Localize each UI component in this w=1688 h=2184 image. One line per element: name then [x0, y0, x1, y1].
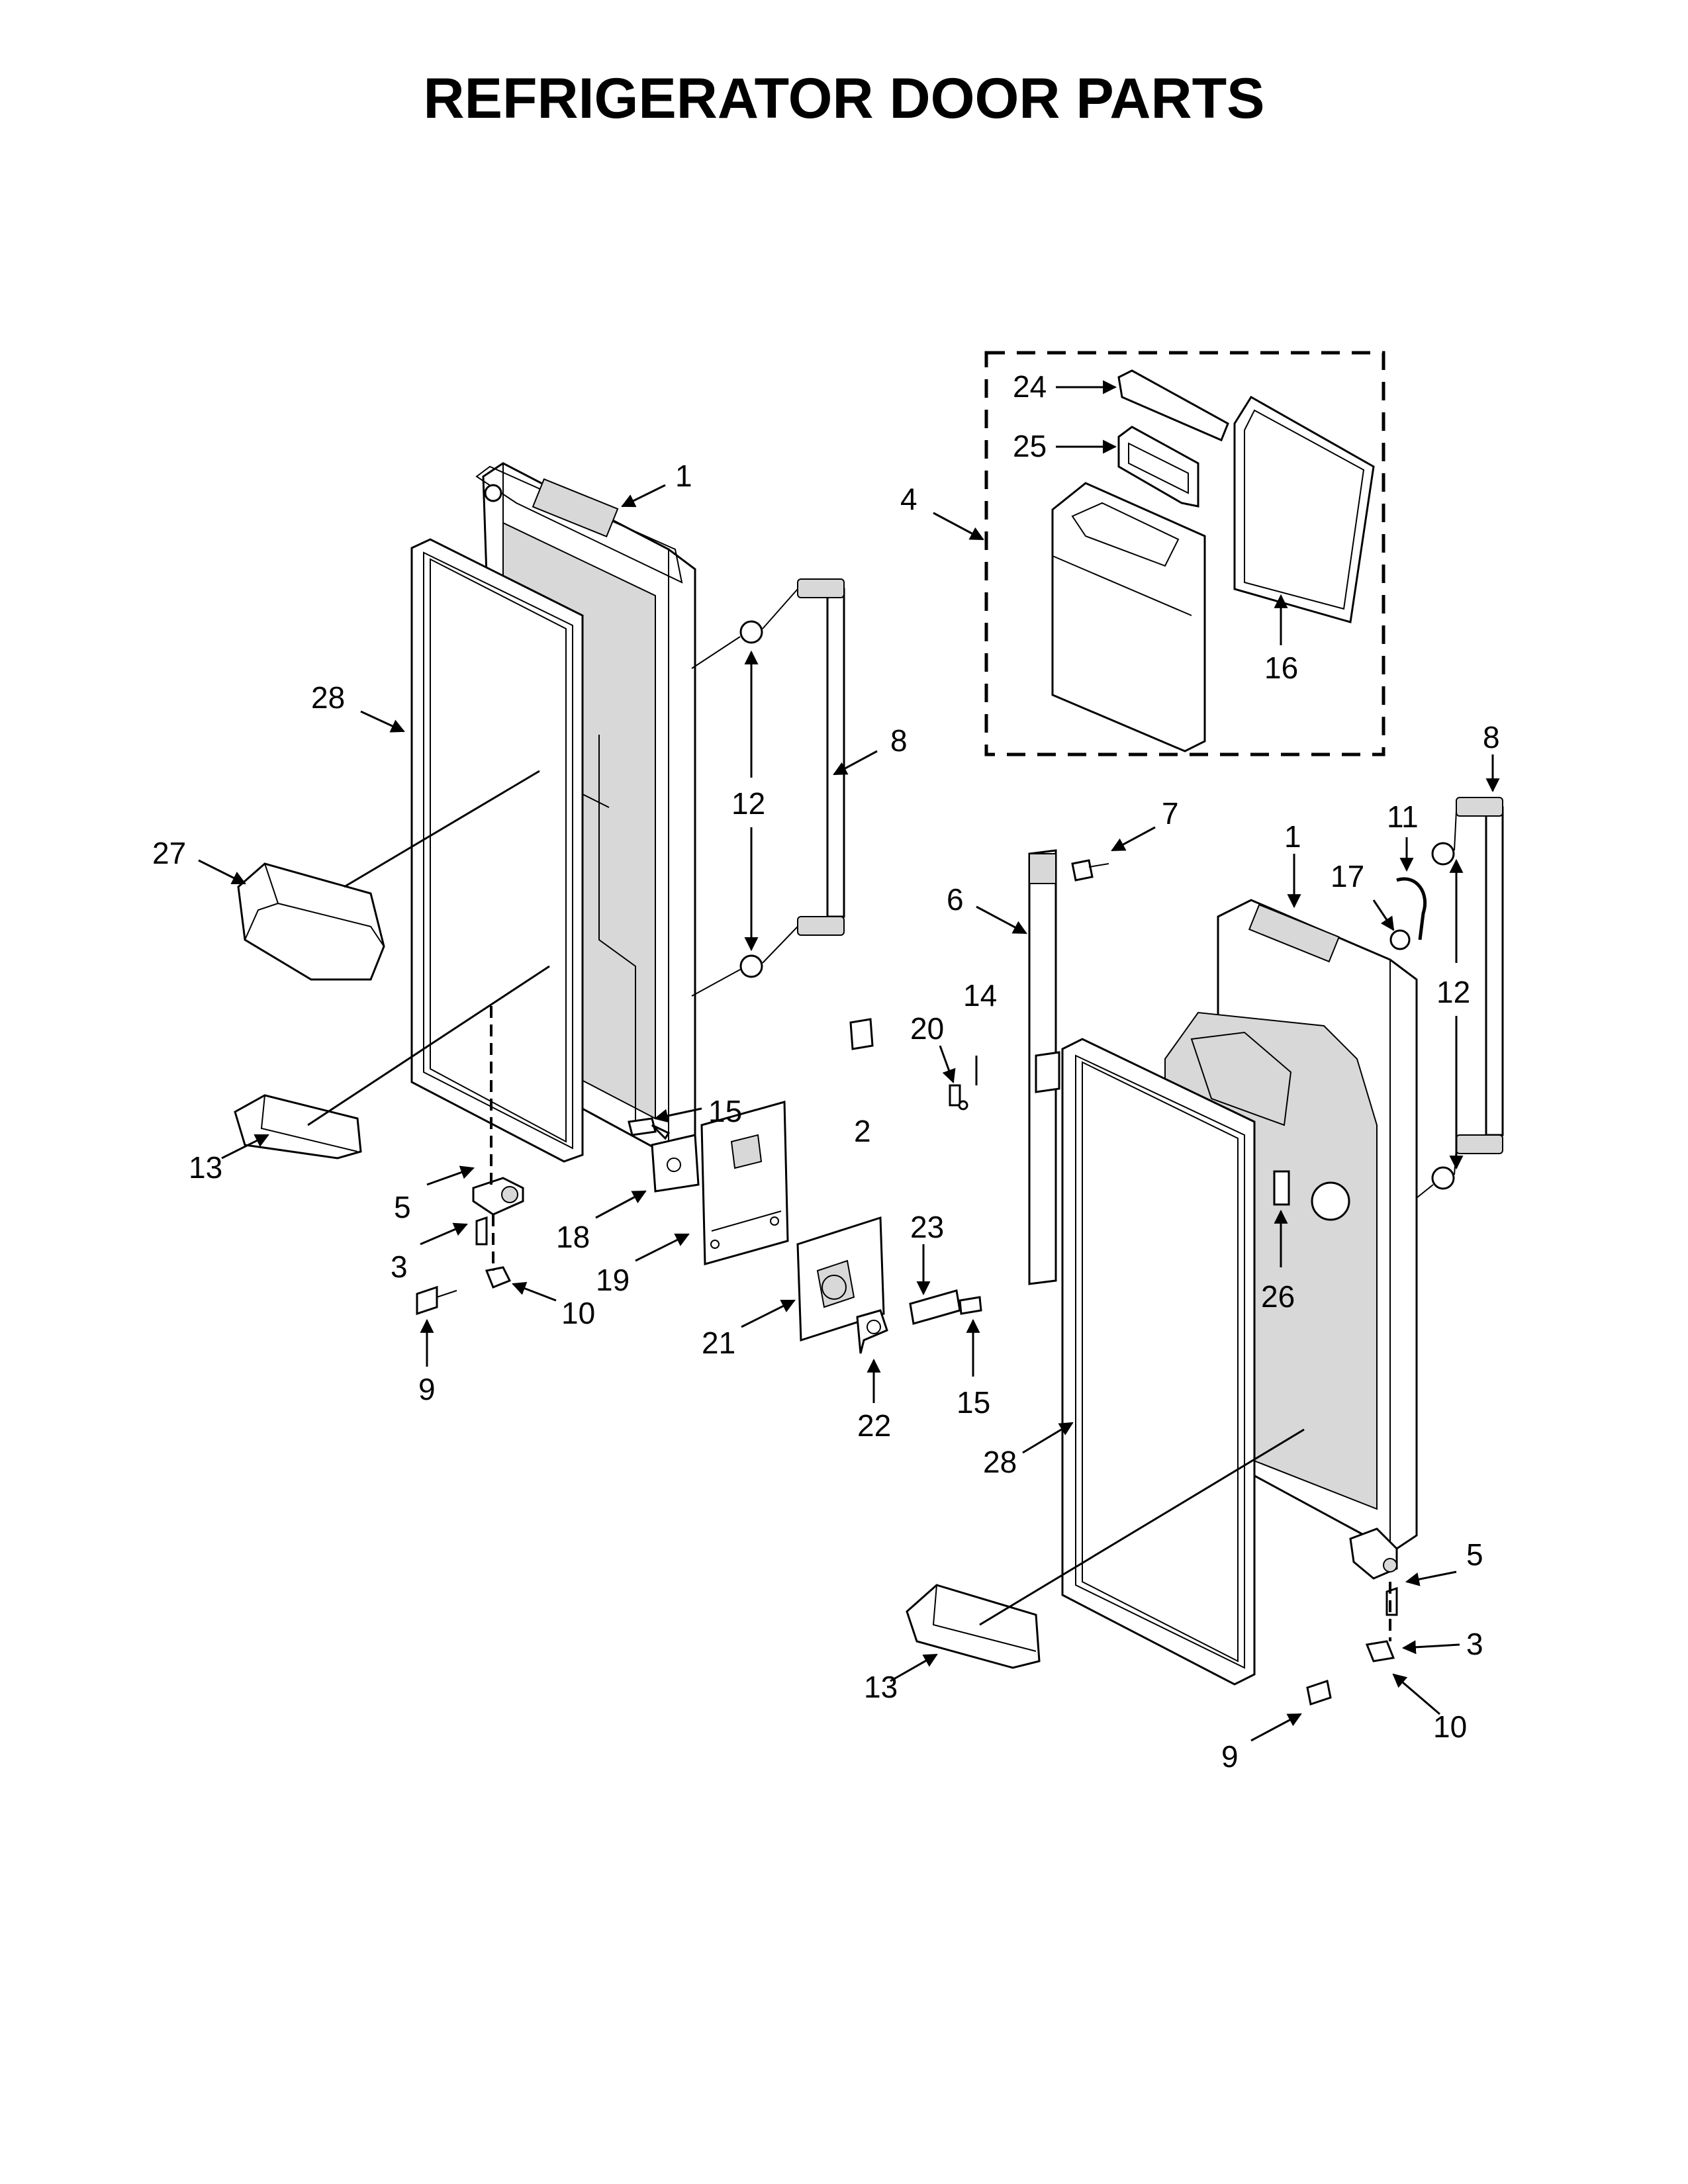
right-door-gasket	[1061, 1038, 1256, 1686]
right-hinge-assembly	[1306, 1527, 1398, 1706]
callout-left-8: 8	[890, 723, 908, 758]
callout-right-26: 26	[1261, 1279, 1295, 1314]
callout-right-7: 7	[1162, 796, 1179, 831]
part-2	[849, 1018, 874, 1050]
left-door-bin-27	[237, 862, 385, 981]
callout-kit-16: 16	[1264, 651, 1298, 685]
callout-right-12: 12	[1436, 975, 1470, 1009]
callout-kit-24: 24	[1013, 369, 1047, 404]
callout-mid-20: 20	[910, 1011, 944, 1046]
callout-left-13: 13	[189, 1150, 222, 1185]
callout-left-1: 1	[675, 459, 692, 493]
callout-left-10: 10	[561, 1296, 595, 1330]
callout-kit-25: 25	[1013, 429, 1047, 463]
part-18	[651, 1134, 700, 1193]
callout-mid-15b: 15	[957, 1385, 990, 1420]
callout-right-5: 5	[1466, 1537, 1483, 1572]
left-hinge-assembly	[416, 1006, 524, 1316]
callout-left-27: 27	[152, 836, 186, 870]
gasket-24	[1117, 369, 1229, 441]
callout-mid-22: 22	[857, 1408, 891, 1443]
callout-mid-18: 18	[556, 1220, 590, 1254]
left-door-handle	[691, 578, 845, 997]
callout-right-28: 28	[983, 1445, 1017, 1479]
leader-arrows	[198, 380, 1500, 1742]
callout-right-10: 10	[1433, 1709, 1467, 1744]
callout-left-5: 5	[394, 1190, 411, 1224]
left-door-gasket	[410, 538, 584, 1163]
dispenser-parts	[628, 1018, 982, 1354]
callout-mid-2: 2	[854, 1114, 871, 1148]
strip-6	[1028, 849, 1060, 1285]
callout-right-13: 13	[864, 1670, 898, 1704]
part-22	[856, 1309, 888, 1354]
callout-right-9: 9	[1221, 1739, 1239, 1774]
callout-kit-4: 4	[900, 482, 917, 516]
callout-left-3: 3	[391, 1250, 408, 1284]
callout-mid-14: 14	[963, 978, 997, 1013]
right-door-handle	[1416, 797, 1504, 1199]
callout-labels: 1 28 27 13 5 3 10 9 12 8 15 18 19 2 20 1…	[152, 369, 1500, 1774]
panel-16	[1233, 395, 1375, 623]
part-23	[909, 1289, 982, 1325]
page-title: REFRIGERATOR DOOR PARTS	[423, 67, 1265, 130]
frame-25	[1117, 426, 1199, 508]
screw-15-top	[628, 1117, 671, 1140]
callout-right-1: 1	[1284, 819, 1301, 854]
callout-right-3: 3	[1466, 1627, 1483, 1661]
callout-mid-21: 21	[702, 1326, 735, 1360]
part-20-14	[949, 1056, 978, 1111]
callout-left-9: 9	[418, 1372, 436, 1406]
left-door-bin-13	[234, 1094, 362, 1160]
callout-right-6: 6	[947, 882, 964, 917]
part-21	[796, 1216, 885, 1342]
callout-mid-23: 23	[910, 1210, 944, 1244]
screw-7	[1071, 859, 1109, 882]
callout-mid-19: 19	[596, 1263, 630, 1297]
part-19	[700, 1101, 789, 1265]
right-door-assembly	[906, 797, 1504, 1706]
callout-right-17: 17	[1331, 859, 1364, 893]
callout-right-11: 11	[1387, 799, 1419, 834]
right-door-bin-13	[906, 1584, 1041, 1669]
kit-4-box	[984, 351, 1385, 756]
callout-right-8: 8	[1483, 720, 1500, 754]
callout-left-28: 28	[311, 680, 345, 715]
callout-mid-15: 15	[708, 1094, 742, 1128]
callout-left-12: 12	[731, 786, 765, 821]
tube-11-fitting-17	[1389, 877, 1427, 950]
cover-panel	[1051, 482, 1206, 752]
